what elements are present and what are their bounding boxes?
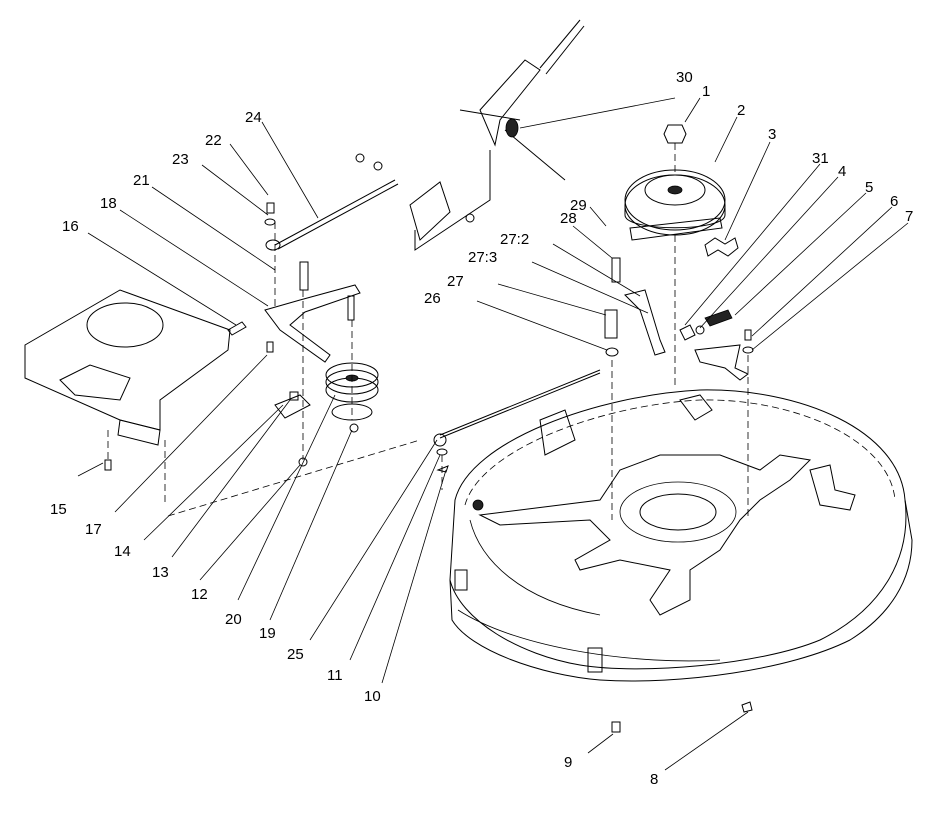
callout-20: 20: [225, 611, 242, 628]
callout-30: 30: [676, 69, 693, 86]
callout-7: 7: [905, 208, 913, 225]
callout-13: 13: [152, 564, 169, 581]
callout-4: 4: [838, 163, 846, 180]
callout-29: 29: [570, 197, 587, 214]
callout-labels: 30 1 2 3 31 4 5 6 7 29 28 27:2 27:3 27 2…: [50, 69, 913, 788]
callout-17: 17: [85, 521, 102, 538]
callout-5: 5: [865, 179, 873, 196]
callout-22: 22: [205, 132, 222, 149]
mower-deck: [449, 389, 913, 682]
callout-9: 9: [564, 754, 572, 771]
callout-23: 23: [172, 151, 189, 168]
callout-15: 15: [50, 501, 67, 518]
deck-shroud: [24, 289, 231, 446]
callout-27-2: 27:2: [500, 231, 529, 248]
callout-26: 26: [424, 290, 441, 307]
callout-28: 28: [560, 210, 577, 227]
callout-27: 27: [447, 273, 464, 290]
idler-assembly: [104, 222, 421, 517]
callout-16: 16: [62, 218, 79, 235]
callout-24: 24: [245, 109, 262, 126]
control-linkage: [264, 19, 585, 251]
leader-lines: [77, 97, 909, 771]
callout-14: 14: [114, 543, 131, 560]
callout-18: 18: [100, 195, 117, 212]
callout-8: 8: [650, 771, 658, 788]
callout-2: 2: [737, 102, 745, 119]
belt-guide: [433, 257, 754, 733]
callout-1: 1: [702, 83, 710, 100]
callout-19: 19: [259, 625, 276, 642]
callout-27-3: 27:3: [468, 249, 497, 266]
callout-25: 25: [287, 646, 304, 663]
callout-12: 12: [191, 586, 208, 603]
callout-6: 6: [890, 193, 898, 210]
callout-10: 10: [364, 688, 381, 705]
callout-11: 11: [327, 667, 343, 684]
callout-3: 3: [768, 126, 776, 143]
callout-31: 31: [812, 150, 829, 167]
callout-21: 21: [133, 172, 150, 189]
engine-pulley: [624, 124, 739, 385]
